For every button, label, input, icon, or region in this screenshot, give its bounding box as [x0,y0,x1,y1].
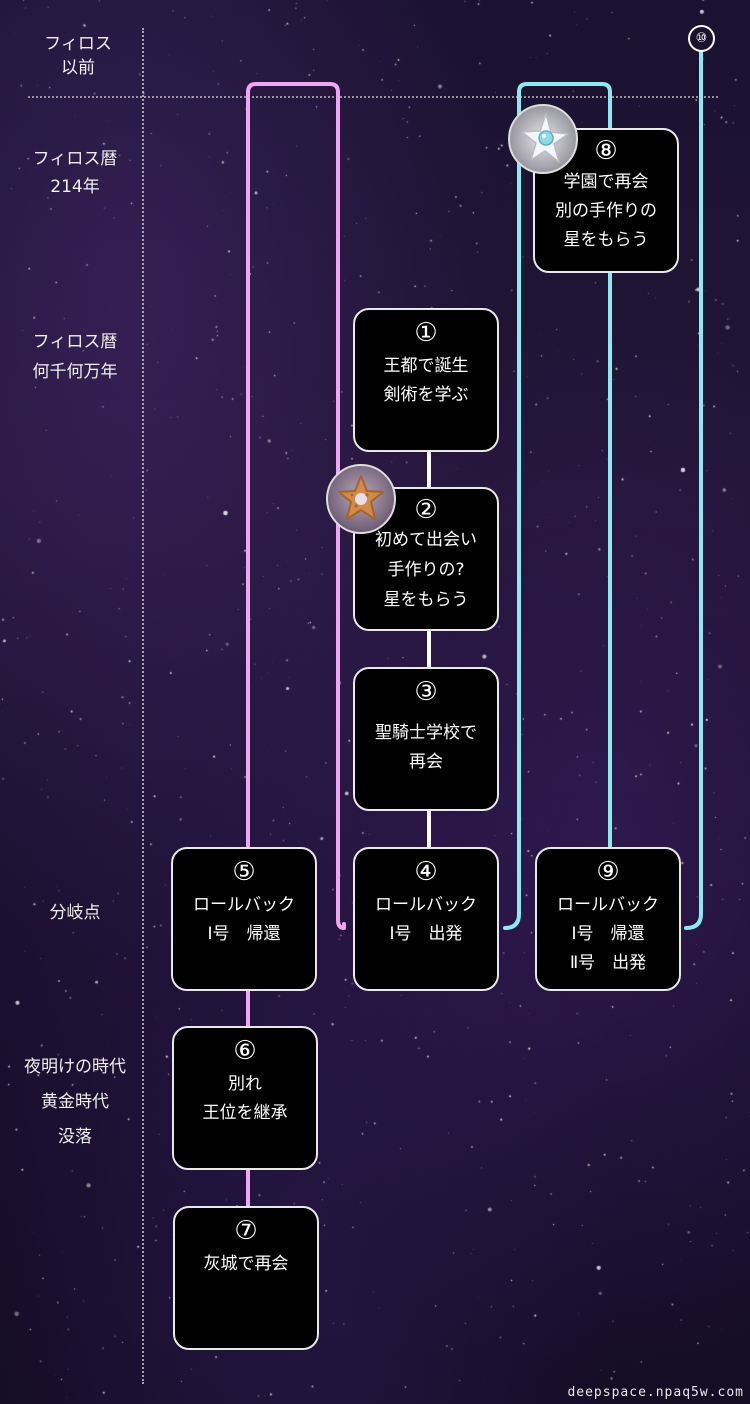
event-number: ③ [414,677,438,707]
event-card-3: ③ 聖騎士学校で 再会 [353,667,499,811]
event-number: ⑥ [233,1036,257,1066]
event-card-1: ① 王都で誕生 剣術を学ぶ [353,308,499,452]
cyan-timeline-outer [684,50,703,930]
event-card-7: ⑦ 灰城で再会 [173,1206,319,1350]
era-label-philos-ancient: フィロス暦何千何万年 [32,332,118,382]
era-row-divider [28,96,718,98]
era-label-branch-point: 分岐点 [49,903,101,923]
era-label-dawn-golden-fall: 夜明けの時代黄金時代没落 [24,1057,126,1147]
event-card-6: ⑥ 別れ 王位を継承 [172,1026,318,1170]
event-number: ④ [414,857,438,887]
cookie-star-icon [326,464,396,534]
era-label-pre-philos: フィロス以前 [44,34,112,78]
event-number: ⑧ [594,136,618,166]
site-watermark: deepspace.npaq5w.com [567,1385,744,1400]
event-number: ② [414,495,438,525]
event-card-9: ⑨ ロールバック Ⅰ号 帰還 Ⅱ号 出発 [535,847,681,991]
pink-timeline [246,82,346,930]
cyan-timeline-inner [503,82,612,930]
marker-10: ⑩ [688,25,715,52]
event-card-5: ⑤ ロールバック Ⅰ号 帰還 [171,847,317,991]
event-number: ① [414,318,438,348]
crystal-star-icon [508,104,578,174]
event-number: ⑤ [232,857,256,887]
event-number: ⑨ [596,857,620,887]
event-card-4: ④ ロールバック Ⅰ号 出発 [353,847,499,991]
era-column-divider [142,28,144,1384]
event-number: ⑦ [234,1216,258,1246]
